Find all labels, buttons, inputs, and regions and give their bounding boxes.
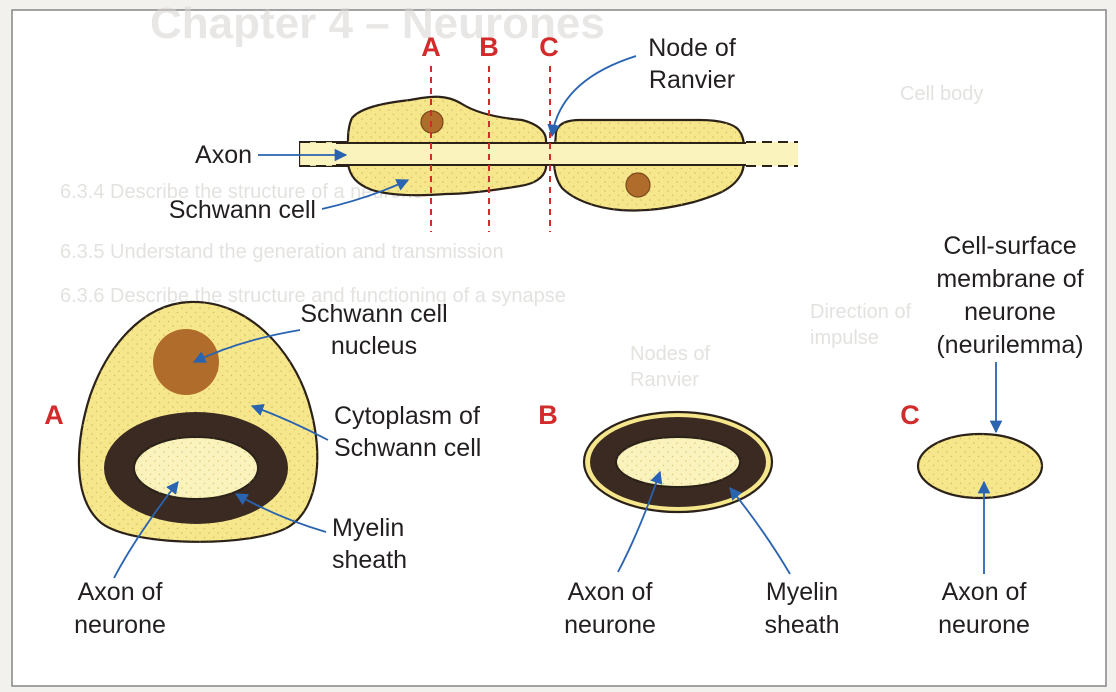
label-myelin-a-line2: sheath — [332, 546, 407, 574]
ghost-line-7: Ranvier — [630, 369, 699, 391]
label-schwann-nucleus-line1: Schwann cell — [300, 300, 447, 328]
section-label-c: C — [900, 400, 920, 430]
ghost-line-0: Cell body — [900, 83, 983, 105]
label-myelin-a-line1: Myelin — [332, 514, 404, 542]
label-axon-neurone-c-line1: Axon of — [942, 578, 1027, 606]
label-membrane-line1: Cell-surface — [943, 232, 1076, 260]
label-cytoplasm-line1: Cytoplasm of — [334, 402, 480, 430]
ghost-line-4: Direction of — [810, 301, 912, 323]
axon-core — [336, 143, 746, 165]
label-schwann-cell: Schwann cell — [169, 196, 316, 224]
label-schwann-nucleus-line2: nucleus — [331, 332, 417, 360]
label-node-of-ranvier-line1: Node of — [648, 34, 736, 62]
label-membrane-line4: (neurilemma) — [936, 331, 1083, 359]
schwann-nucleus-right — [626, 173, 650, 197]
label-membrane-line3: neurone — [964, 298, 1056, 326]
label-node-of-ranvier-line2: Ranvier — [649, 66, 735, 94]
ghost-line-5: impulse — [810, 327, 879, 349]
ghost-line-2: 6.3.5 Understand the generation and tran… — [60, 241, 504, 263]
cut-label-b: B — [479, 32, 499, 62]
label-axon: Axon — [195, 141, 252, 169]
label-cytoplasm-line2: Schwann cell — [334, 434, 481, 462]
ghost-line-6: Nodes of — [630, 343, 710, 365]
cut-label-c: C — [539, 32, 559, 62]
label-axon-neurone-b-line2: neurone — [564, 611, 656, 639]
label-myelin-b-line2: sheath — [764, 611, 839, 639]
section-label-a: A — [44, 400, 64, 430]
cut-label-a: A — [421, 32, 441, 62]
label-membrane-line2: membrane of — [936, 265, 1083, 293]
label-myelin-b-line1: Myelin — [766, 578, 838, 606]
ghost-chapter-heading: Chapter 4 – Neurones — [150, 0, 605, 48]
label-axon-neurone-a-line1: Axon of — [78, 578, 163, 606]
section-label-b: B — [538, 400, 558, 430]
label-axon-neurone-a-line2: neurone — [74, 611, 166, 639]
section-a-nucleus — [153, 329, 219, 395]
label-axon-neurone-b-line1: Axon of — [568, 578, 653, 606]
label-axon-neurone-c-line2: neurone — [938, 611, 1030, 639]
